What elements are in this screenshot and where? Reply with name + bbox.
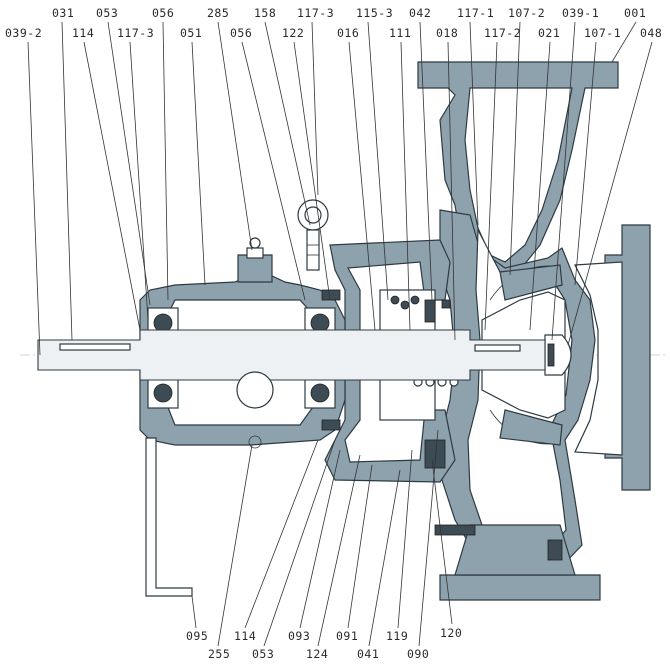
part-label: 021 xyxy=(538,26,560,40)
part-label: 107-2 xyxy=(508,6,545,20)
part-label: 039-1 xyxy=(562,6,599,20)
leader-lines xyxy=(27,21,653,647)
part-label: 053 xyxy=(96,6,118,20)
part-label: 124 xyxy=(306,647,328,661)
part-label: 051 xyxy=(180,26,202,40)
cover-bolt xyxy=(321,289,341,301)
part-label: 119 xyxy=(386,629,408,643)
part-label: 016 xyxy=(337,26,359,40)
part-label: 056 xyxy=(230,26,252,40)
gland-stud xyxy=(424,299,436,323)
part-label: 031 xyxy=(52,6,74,20)
foot-web xyxy=(454,524,576,576)
top-row-labels: 031 053 056 285 158 117-3 115-3 042 117-… xyxy=(52,6,646,20)
part-label: 107-1 xyxy=(584,26,621,40)
discharge-bore xyxy=(464,87,573,263)
oil-filler-cap xyxy=(237,254,273,283)
part-label: 117-2 xyxy=(484,26,521,40)
pump-shaft xyxy=(37,329,546,381)
drain-port xyxy=(248,435,262,449)
part-label: 122 xyxy=(282,26,304,40)
impeller-keyway xyxy=(474,344,521,352)
lifting-eye-bolt xyxy=(297,199,329,271)
foot-bolt xyxy=(547,539,563,561)
bottom-row-labels: 095 114 093 091 119 120 xyxy=(186,626,462,643)
part-label: 255 xyxy=(208,647,230,661)
part-label: 093 xyxy=(288,629,310,643)
impeller-shroud-lower xyxy=(499,409,563,446)
filler-knob xyxy=(249,237,261,249)
part-label: 056 xyxy=(152,6,174,20)
second-row-labels: 039-2 114 117-3 051 056 122 016 111 018 … xyxy=(5,26,662,40)
part-label: 041 xyxy=(357,647,379,661)
part-label: 117-3 xyxy=(117,26,154,40)
part-label: 114 xyxy=(72,26,94,40)
part-label: 048 xyxy=(640,26,662,40)
part-label: 158 xyxy=(254,6,276,20)
part-label: 042 xyxy=(409,6,431,20)
impeller-shroud xyxy=(499,264,563,301)
part-label: 090 xyxy=(407,647,429,661)
part-label: 053 xyxy=(252,647,274,661)
pump-foot xyxy=(439,574,601,601)
part-label: 001 xyxy=(624,6,646,20)
nut-lock xyxy=(547,343,555,367)
oil-drain-pipe xyxy=(145,437,193,597)
lowest-row-labels: 255 053 124 041 090 xyxy=(208,647,429,661)
part-label: 117-1 xyxy=(457,6,494,20)
part-label: 120 xyxy=(440,626,462,640)
cover-bolt xyxy=(321,419,341,431)
part-label: 018 xyxy=(436,26,458,40)
part-label: 117-3 xyxy=(297,6,334,20)
shaft-keyway xyxy=(59,343,131,351)
suction-bore xyxy=(574,261,623,456)
drain-plug xyxy=(441,299,451,309)
part-label: 091 xyxy=(336,629,358,643)
oil-sight-glass xyxy=(236,371,274,409)
part-label: 039-2 xyxy=(5,26,42,40)
part-label: 111 xyxy=(389,26,411,40)
part-label: 115-3 xyxy=(356,6,393,20)
foot-stud xyxy=(434,524,476,536)
part-label: 285 xyxy=(207,6,229,20)
filler-plug xyxy=(246,247,264,259)
part-label: 095 xyxy=(186,629,208,643)
part-label: 114 xyxy=(234,629,256,643)
